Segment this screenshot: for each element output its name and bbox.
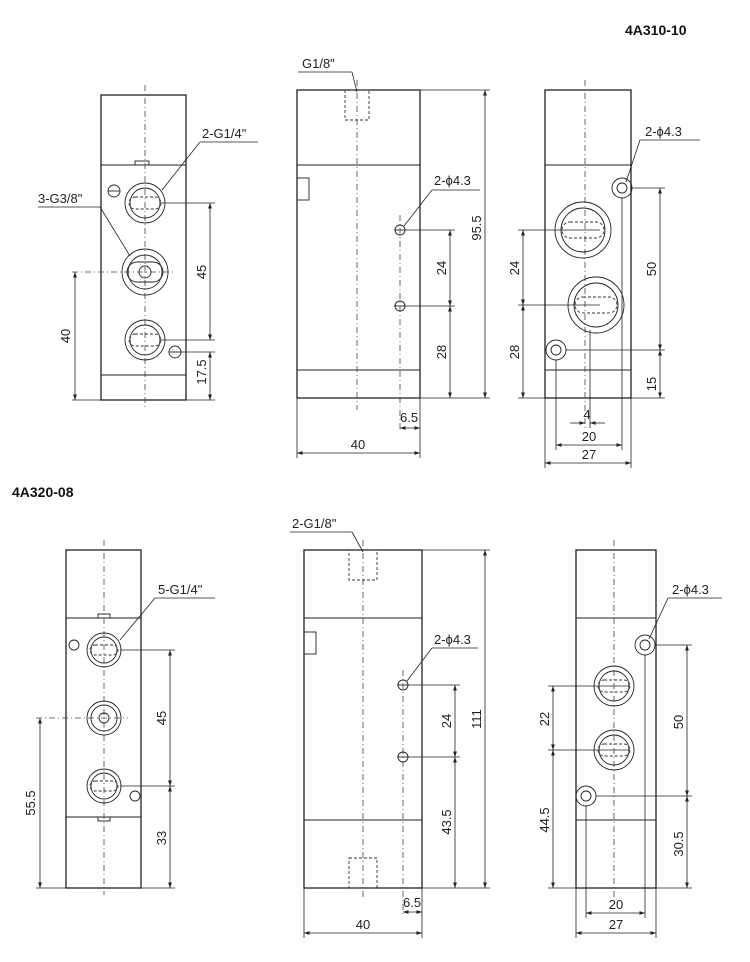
dim-4-rear1: 4 bbox=[583, 407, 590, 422]
dim-24-side1: 24 bbox=[434, 261, 449, 275]
dim-6-5-side1: 6.5 bbox=[400, 410, 418, 425]
model-label-4a310-10: 4A310-10 bbox=[625, 22, 687, 38]
dim-45: 45 bbox=[194, 265, 209, 279]
label-holes-side1: 2-ϕ4.3 bbox=[434, 173, 471, 188]
dim-55-5-front2: 55.5 bbox=[23, 790, 38, 815]
label-holes-side2: 2-ϕ4.3 bbox=[434, 632, 471, 647]
dim-111: 111 bbox=[469, 709, 484, 729]
model-label-4a320-08: 4A320-08 bbox=[12, 484, 74, 500]
rear-view-4a320-08 bbox=[548, 540, 722, 938]
dim-27-rear1: 27 bbox=[582, 447, 596, 462]
side-view-4a320-08 bbox=[290, 531, 490, 938]
dim-27-rear2: 27 bbox=[609, 917, 623, 932]
dim-44-5-rear2: 44.5 bbox=[537, 807, 552, 832]
dim-28-side1: 28 bbox=[434, 345, 449, 359]
label-holes-rear2: 2-ϕ4.3 bbox=[672, 582, 709, 597]
dim-6-5-side2: 6.5 bbox=[403, 895, 421, 910]
label-3-g3-8: 3-G3/8" bbox=[38, 191, 83, 206]
dim-30-5-rear2: 30.5 bbox=[671, 831, 686, 856]
front-view-4a310-10 bbox=[38, 85, 258, 410]
dim-20-rear2: 20 bbox=[609, 897, 623, 912]
dim-17-5: 17.5 bbox=[194, 359, 209, 384]
dim-24-rear1: 24 bbox=[507, 261, 522, 275]
label-2-g1-8: 2-G1/8" bbox=[292, 516, 337, 531]
label-holes-rear1: 2-ϕ4.3 bbox=[645, 124, 682, 139]
dim-95-5: 95.5 bbox=[469, 215, 484, 240]
dim-40-side1: 40 bbox=[351, 437, 365, 452]
dim-24-side2: 24 bbox=[439, 714, 454, 728]
dim-45-front2: 45 bbox=[154, 711, 169, 725]
dim-28-rear1: 28 bbox=[507, 345, 522, 359]
dim-40-side2: 40 bbox=[356, 917, 370, 932]
dim-22-rear2: 22 bbox=[537, 712, 552, 726]
dim-50-rear1: 50 bbox=[644, 262, 659, 276]
label-5-g1-4: 5-G1/4" bbox=[158, 582, 203, 597]
dim-50-rear2: 50 bbox=[671, 715, 686, 729]
rear-view-4a310-10 bbox=[518, 80, 700, 468]
dim-20-rear1: 20 bbox=[582, 429, 596, 444]
dim-43-5: 43.5 bbox=[439, 809, 454, 834]
dim-33-front2: 33 bbox=[154, 831, 169, 845]
side-view-4a310-10 bbox=[296, 71, 490, 458]
dim-40-front: 40 bbox=[58, 329, 73, 343]
label-g1-8: G1/8" bbox=[302, 56, 335, 71]
dim-15-rear1: 15 bbox=[644, 377, 659, 391]
label-2-g1-4: 2-G1/4" bbox=[202, 126, 247, 141]
front-view-4a320-08 bbox=[36, 540, 215, 895]
